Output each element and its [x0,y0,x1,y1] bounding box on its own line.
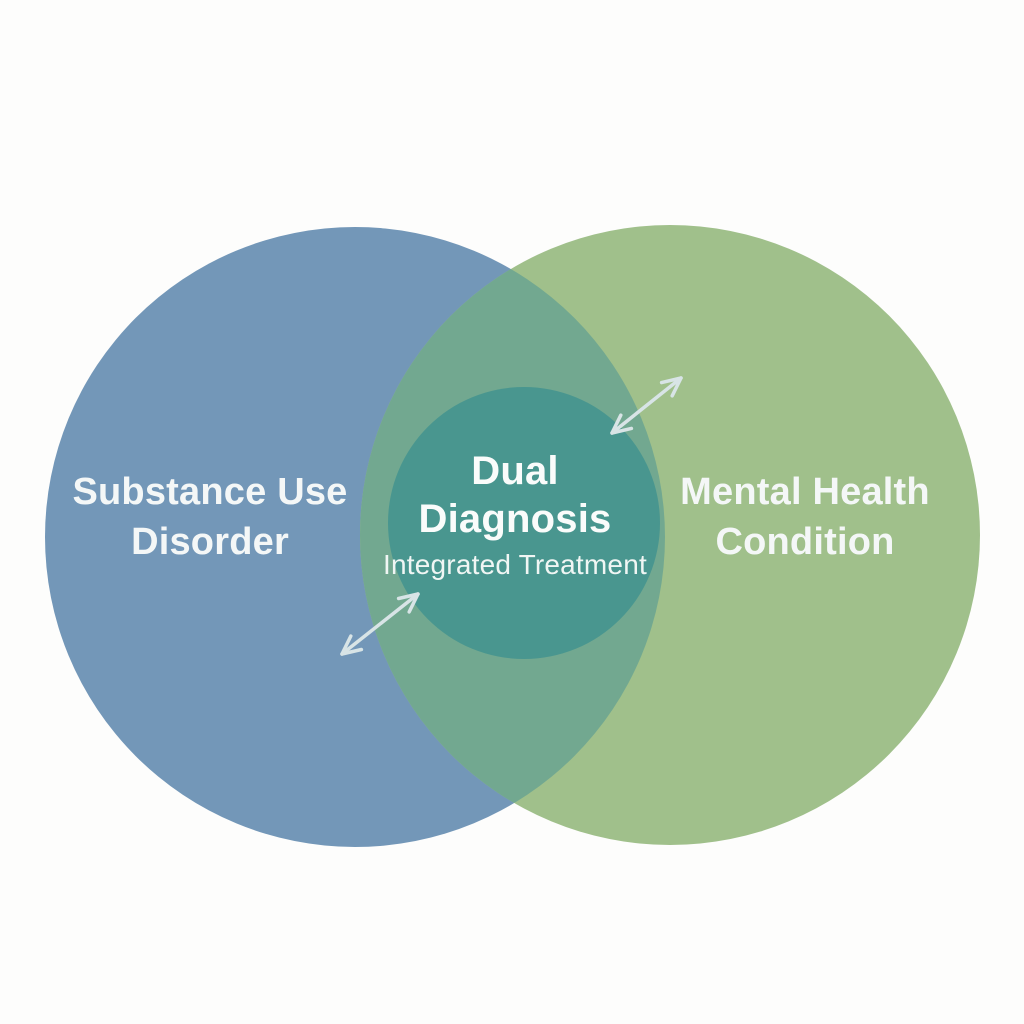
center-circle-subtitle: Integrated Treatment [383,549,647,580]
arrow-head [340,634,364,656]
bidirectional-arrow-upper-icon [610,376,683,435]
center-circle [388,387,660,659]
arrow-shaft [610,376,683,435]
arrow-shaft [340,592,420,656]
overlap-region [360,227,665,845]
arrow-head [610,413,634,435]
arrow-head [396,592,420,614]
bidirectional-arrow-lower-icon [340,592,420,656]
center-circle-title: Dual Diagnosis [418,449,612,541]
right-circle-label: Mental Health Condition [680,471,930,563]
left-circle-label: Substance Use Disorder [72,471,348,563]
arrow-head [659,376,683,398]
